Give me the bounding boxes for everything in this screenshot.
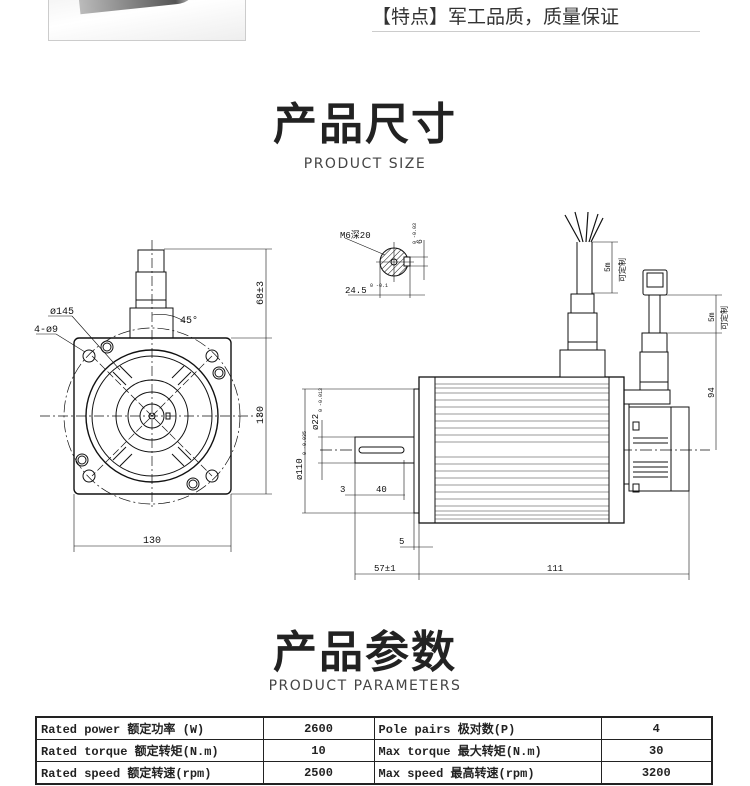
label-key-length: 40 [376,485,387,495]
divider [372,31,700,32]
label-section-dim-tol: 0 -0.1 [370,283,388,289]
table-row: Rated torque 额定转矩(N.m) 10 Max torque 最大转… [35,739,713,762]
product-photo [48,0,246,41]
section-title-params: 产品参数 [273,627,457,678]
param-label: Rated speed 额定转速(rpm) [35,761,264,785]
label-shaft: ø22 [311,414,321,430]
param-label: Rated power 额定功率 (W) [35,716,264,740]
param-value: 3200 [600,761,713,785]
label-body-length: 111 [547,564,563,574]
side-view [302,211,722,580]
shaft-section [344,237,428,298]
label-cable2-note: 可定制 [719,306,730,330]
param-value: 30 [600,739,713,762]
label-step: 3 [340,485,345,495]
parameters-table: Rated power 额定功率 (W) 2600 Pole pairs 极对数… [35,716,713,785]
param-label: Max torque 最大转矩(N.m) [373,739,602,762]
label-conn-height: 68±3 [256,281,267,305]
label-holes: 4-ø9 [34,325,58,336]
section-title-size: 产品尺寸 [273,99,457,150]
label-angle: 45° [180,315,198,327]
label-thread: M6深20 [340,230,371,241]
label-shaft-tol: 0 -0.013 [318,388,324,412]
label-cable1: 5m [604,262,613,272]
param-value: 2500 [262,761,375,785]
label-width: 130 [143,536,161,547]
param-value: 2600 [262,716,375,740]
param-value: 10 [262,739,375,762]
label-flange-tol: 0 -0.035 [302,431,308,455]
label-key: 6 [416,239,425,244]
label-cable2: 5m [708,312,717,322]
label-spigot: 5 [399,537,404,547]
front-view [36,240,272,552]
label-flange: ø110 [295,458,305,480]
label-height: 130 [256,406,267,424]
label-cable1-note: 可定制 [617,258,628,282]
label-conn-height: 94 [707,387,717,398]
table-row: Rated speed 额定转速(rpm) 2500 Max speed 最高转… [35,761,713,785]
param-label: Max speed 最高转速(rpm) [373,761,602,785]
section-subtitle-params: PRODUCT PARAMETERS [268,678,462,694]
param-value: 4 [600,716,713,740]
dimension-drawing: ø145 4-ø9 45° 68±3 130 130 M6深20 6 0 -0.… [34,211,730,580]
label-key-tol: 0 -0.03 [412,223,418,244]
param-label: Rated torque 额定转矩(N.m) [35,739,264,762]
label-shaft-length: 57±1 [374,564,396,574]
section-subtitle-size: PRODUCT SIZE [303,156,427,172]
label-d145: ø145 [50,307,74,318]
table-row: Rated power 额定功率 (W) 2600 Pole pairs 极对数… [35,716,713,740]
label-section-dim: 24.5 [345,286,367,296]
param-label: Pole pairs 极对数(P) [373,716,602,740]
feature-text: 【特点】军工品质，质量保证 [372,6,620,28]
